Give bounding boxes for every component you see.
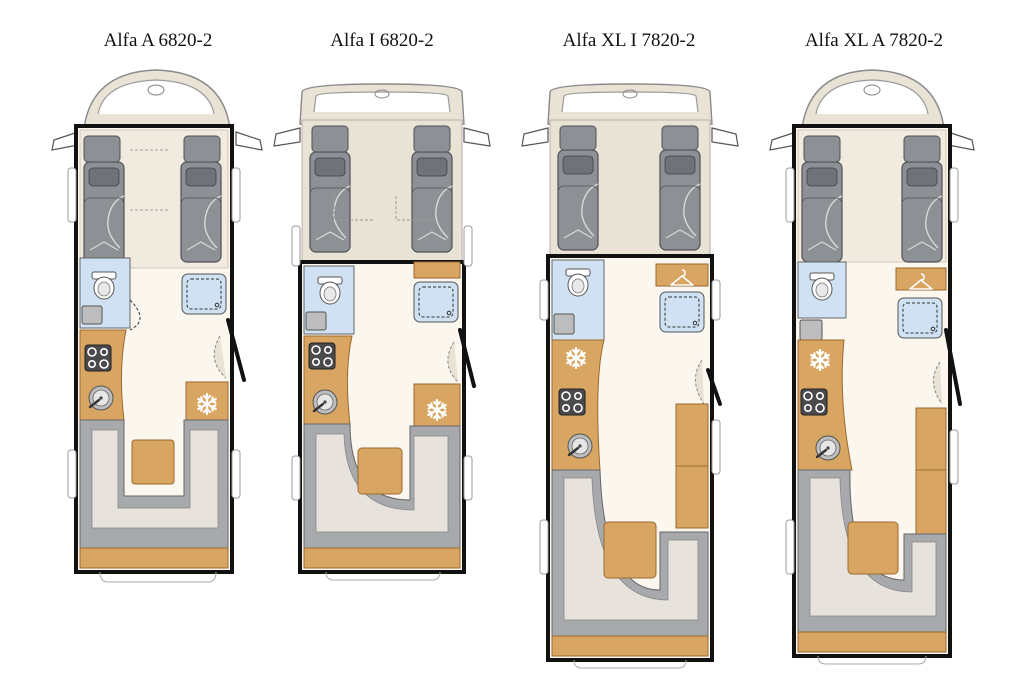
bed-right [901, 161, 943, 263]
plan-title-alfa-a-6820: Alfa A 6820-2 [103, 30, 213, 51]
hob-icon [800, 388, 828, 416]
bed-right [411, 151, 453, 253]
steering-wheel-icon [622, 89, 638, 99]
entry-door [458, 328, 476, 388]
steering-wheel-icon [863, 84, 881, 96]
mirror [521, 127, 549, 147]
bed-right [180, 161, 222, 263]
sink-icon [311, 388, 339, 416]
plan-alfa-xl-a-7820 [769, 69, 975, 665]
sink-icon [814, 434, 842, 462]
table [357, 447, 403, 495]
bed-left [557, 149, 599, 251]
table [131, 439, 175, 485]
bed-left [801, 161, 843, 263]
shower-icon [659, 291, 705, 333]
hob-icon [558, 388, 586, 416]
bed-left [309, 151, 351, 253]
sink-icon [566, 432, 594, 460]
hob-icon [308, 342, 336, 370]
table [603, 521, 657, 579]
entry-door [706, 368, 722, 406]
entry-door [944, 328, 962, 406]
bed-right [659, 149, 701, 251]
mirror [463, 127, 491, 147]
shower-icon [413, 281, 459, 323]
mirror [711, 127, 739, 147]
plan-title-alfa-xl-a-7820: Alfa XL A 7820-2 [804, 30, 944, 51]
entry-door [226, 318, 246, 382]
hob-icon [84, 344, 112, 372]
bed-left [83, 161, 125, 263]
sink-icon [87, 384, 115, 412]
plan-title-alfa-xl-i-7820: Alfa XL I 7820-2 [562, 30, 696, 51]
plan-alfa-i-6820 [273, 83, 491, 581]
table [847, 521, 899, 575]
mirror [273, 127, 301, 147]
plan-title-alfa-i-6820: Alfa I 6820-2 [330, 30, 434, 51]
plan-alfa-xl-i-7820 [521, 83, 739, 669]
plan-alfa-a-6820 [51, 69, 263, 583]
steering-wheel-icon [147, 84, 165, 96]
mirror [235, 131, 263, 151]
shower-icon [897, 297, 943, 339]
shower-icon [181, 273, 227, 315]
steering-wheel-icon [374, 89, 390, 99]
